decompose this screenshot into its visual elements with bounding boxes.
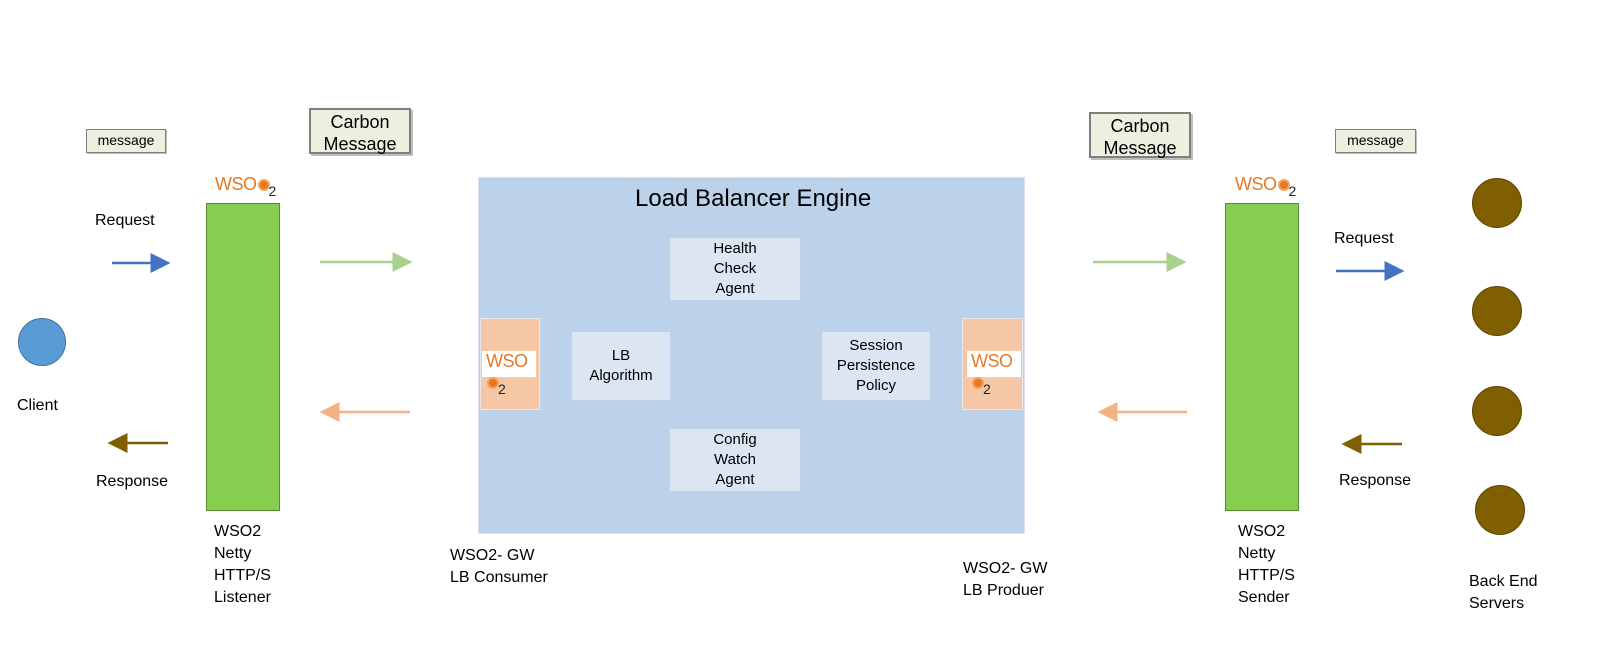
- backend-server-4: [1475, 485, 1525, 535]
- client-label: Client: [17, 397, 58, 414]
- session-persistence-policy: Session Persistence Policy: [822, 332, 930, 400]
- backend-message-tag: message: [1335, 129, 1416, 153]
- config-watch-agent: Config Watch Agent: [670, 429, 800, 491]
- backend-response-label: Response: [1339, 472, 1412, 489]
- sender-bar: [1225, 203, 1299, 511]
- client-node: [18, 318, 66, 366]
- backend-label: Back End Servers: [1469, 573, 1538, 612]
- sender-carbon-message: Carbon Message: [1089, 112, 1191, 158]
- client-response-label: Response: [96, 473, 169, 490]
- backend-server-3: [1472, 386, 1522, 436]
- client-message-tag: message: [86, 129, 166, 153]
- consumer-wso2-logo: WSO2: [482, 351, 536, 397]
- client-request-label: Request: [95, 212, 155, 229]
- backend-request-label: Request: [1334, 230, 1394, 247]
- health-check-agent: Health Check Agent: [670, 238, 800, 300]
- sender-label: WSO2 Netty HTTP/S Sender: [1238, 523, 1295, 606]
- listener-label: WSO2 Netty HTTP/S Listener: [214, 523, 271, 606]
- lb-algorithm: LB Algorithm: [572, 332, 670, 400]
- listener-bar: [206, 203, 280, 511]
- backend-server-1: [1472, 178, 1522, 228]
- engine-title: Load Balancer Engine: [635, 185, 872, 212]
- consumer-label: WSO2- GW LB Consumer: [450, 547, 548, 586]
- producer-wso2-logo: WSO2: [967, 351, 1021, 397]
- listener-carbon-message: Carbon Message: [309, 108, 411, 154]
- backend-server-2: [1472, 286, 1522, 336]
- producer-label: WSO2- GW LB Produer: [963, 560, 1048, 599]
